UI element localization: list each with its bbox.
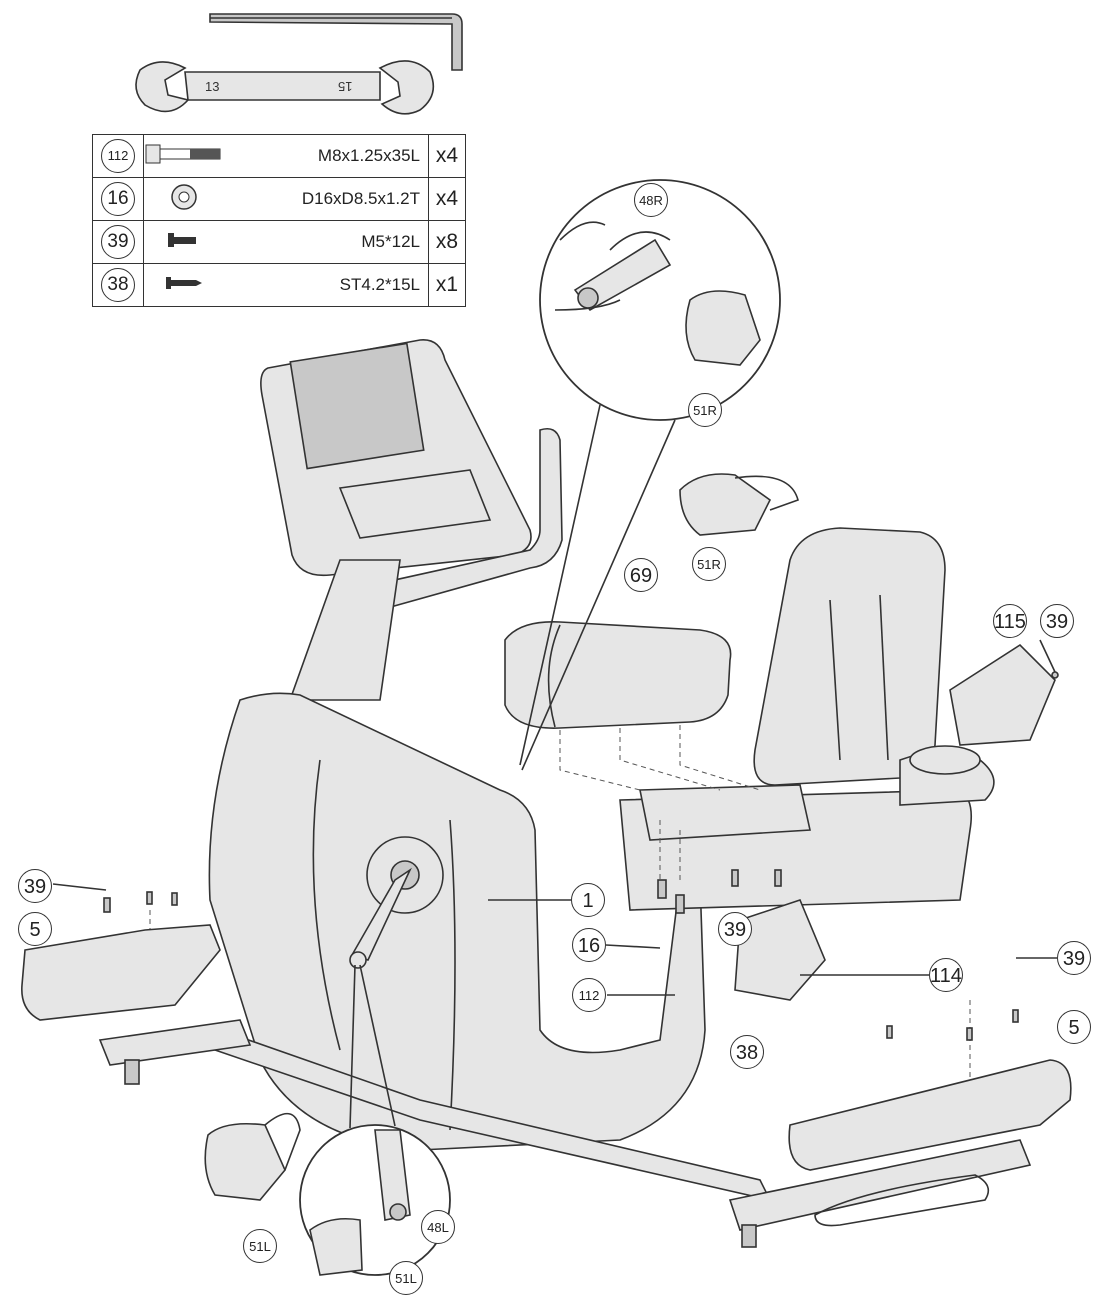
callout-16: 16: [572, 928, 606, 962]
upright-post: [288, 559, 401, 701]
washer-icon: [143, 177, 224, 221]
part-number: 112: [101, 139, 135, 173]
part-spec: M5*12L: [224, 220, 429, 264]
main-frame: [208, 692, 706, 1151]
table-row: 38 ST4.2*15L x1: [92, 263, 466, 307]
callout-51R: 51R: [692, 547, 726, 581]
hex-bolt-icon: [143, 134, 224, 178]
callout-39-left: 39: [18, 869, 52, 903]
detail-circle-right: [539, 179, 781, 421]
callout-39-seat: 39: [1040, 604, 1074, 638]
table-row: 112 M8x1.25x35L x4: [92, 134, 466, 178]
part-qty: x8: [428, 220, 466, 264]
seat-back: [753, 527, 946, 786]
allen-key-icon: [209, 13, 463, 71]
callout-48L: 48L: [421, 1210, 455, 1244]
callout-39-mid: 39: [718, 912, 752, 946]
screw-icon: [143, 220, 224, 264]
seat-cushion: [504, 621, 732, 729]
wrench-size-13: 13: [205, 79, 220, 94]
callout-5-right: 5: [1057, 1010, 1091, 1044]
tapping-screw-icon: [143, 263, 224, 307]
callout-48R: 48R: [634, 183, 668, 217]
part-qty: x4: [428, 177, 466, 221]
parts-list-table: 112 M8x1.25x35L x4 16 D16xD8.5x1.2T x4 3…: [92, 134, 466, 307]
callout-51L: 51L: [243, 1229, 277, 1263]
part-number: 16: [101, 182, 135, 216]
part-qty: x1: [428, 263, 466, 307]
callout-39-right: 39: [1057, 941, 1091, 975]
pedal-right: [679, 473, 799, 536]
leader-lines: [52, 639, 1057, 996]
wrench-size-15: 15: [338, 79, 353, 94]
table-row: 39 M5*12L x8: [92, 220, 466, 264]
part-qty: x4: [428, 134, 466, 178]
part-spec: ST4.2*15L: [224, 263, 429, 307]
part-spec: D16xD8.5x1.2T: [224, 177, 429, 221]
callout-1: 1: [571, 883, 605, 917]
part-spec: M8x1.25x35L: [224, 134, 429, 178]
part-number: 39: [101, 225, 135, 259]
wrench-icon: [135, 60, 435, 115]
callout-5-left: 5: [18, 912, 52, 946]
console: [260, 339, 532, 577]
callout-38: 38: [730, 1035, 764, 1069]
table-row: 16 D16xD8.5x1.2T x4: [92, 177, 466, 221]
seat-rail: [619, 745, 995, 911]
detail-circle-left: [299, 1124, 451, 1276]
callout-69: 69: [624, 558, 658, 592]
callout-114: 114: [929, 958, 963, 992]
side-cover: [734, 899, 826, 1001]
right-stabilizer: [728, 1059, 1072, 1248]
pedal-left: [204, 1112, 301, 1201]
callout-51L-detail: 51L: [389, 1261, 423, 1295]
left-stabilizer: [21, 924, 252, 1085]
callout-51R-detail: 51R: [688, 393, 722, 427]
callout-112: 112: [572, 978, 606, 1012]
part-number: 38: [101, 268, 135, 302]
screws: [103, 671, 1059, 1041]
bracket-115: [949, 643, 1056, 746]
callout-115: 115: [993, 604, 1027, 638]
